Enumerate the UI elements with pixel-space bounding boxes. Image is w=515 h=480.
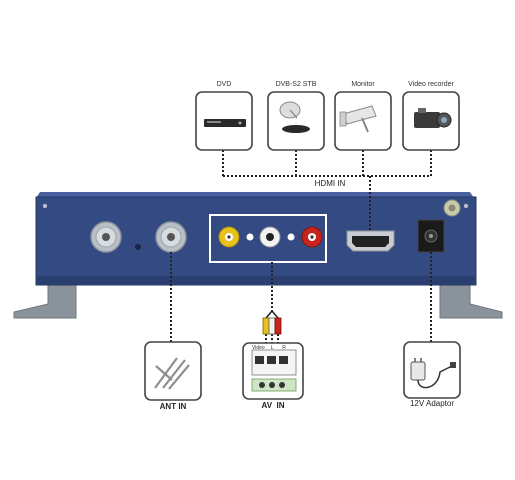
connection-lines xyxy=(170,150,432,343)
ir-sensor xyxy=(135,244,141,250)
av-cable-plugs xyxy=(262,310,282,335)
ant-connector-left xyxy=(90,221,122,253)
ant-connector-right xyxy=(155,221,187,253)
power-adaptor-label: 12V Adaptor xyxy=(409,399,455,408)
security-camera-icon xyxy=(339,105,377,133)
power-box xyxy=(403,341,461,399)
recorder-box xyxy=(402,91,460,151)
hdmi-port xyxy=(346,230,395,252)
av-input-icon xyxy=(251,349,297,392)
dvd-label: DVD xyxy=(216,81,232,88)
ant-box xyxy=(144,341,202,401)
av-mini-video-label: Video xyxy=(252,345,265,351)
monitor-label: Monitor xyxy=(351,81,375,88)
antenna-icon xyxy=(154,357,190,390)
dvb-box xyxy=(267,91,325,151)
ant-in-label: ANT IN xyxy=(159,402,187,411)
dvb-label: DVB-S2 STB xyxy=(275,81,317,88)
hdmi-in-label: HDMI IN xyxy=(314,179,346,188)
device-chassis xyxy=(13,192,503,319)
power-adaptor-icon xyxy=(410,358,456,389)
dvd-player-icon xyxy=(204,119,246,127)
ground-screw xyxy=(443,199,461,217)
av-ports xyxy=(209,214,327,263)
av-mini-r-label: R xyxy=(282,345,286,351)
satellite-dish-icon xyxy=(279,101,310,133)
monitor-box xyxy=(334,91,392,151)
av-in-label: AV IN xyxy=(261,401,285,410)
camcorder-icon xyxy=(414,108,452,128)
dc-power-jack xyxy=(417,219,445,253)
recorder-label: Video recorder xyxy=(408,81,454,88)
dvd-box xyxy=(195,91,253,151)
av-box xyxy=(242,342,304,400)
av-mini-l-label: L xyxy=(270,345,274,351)
